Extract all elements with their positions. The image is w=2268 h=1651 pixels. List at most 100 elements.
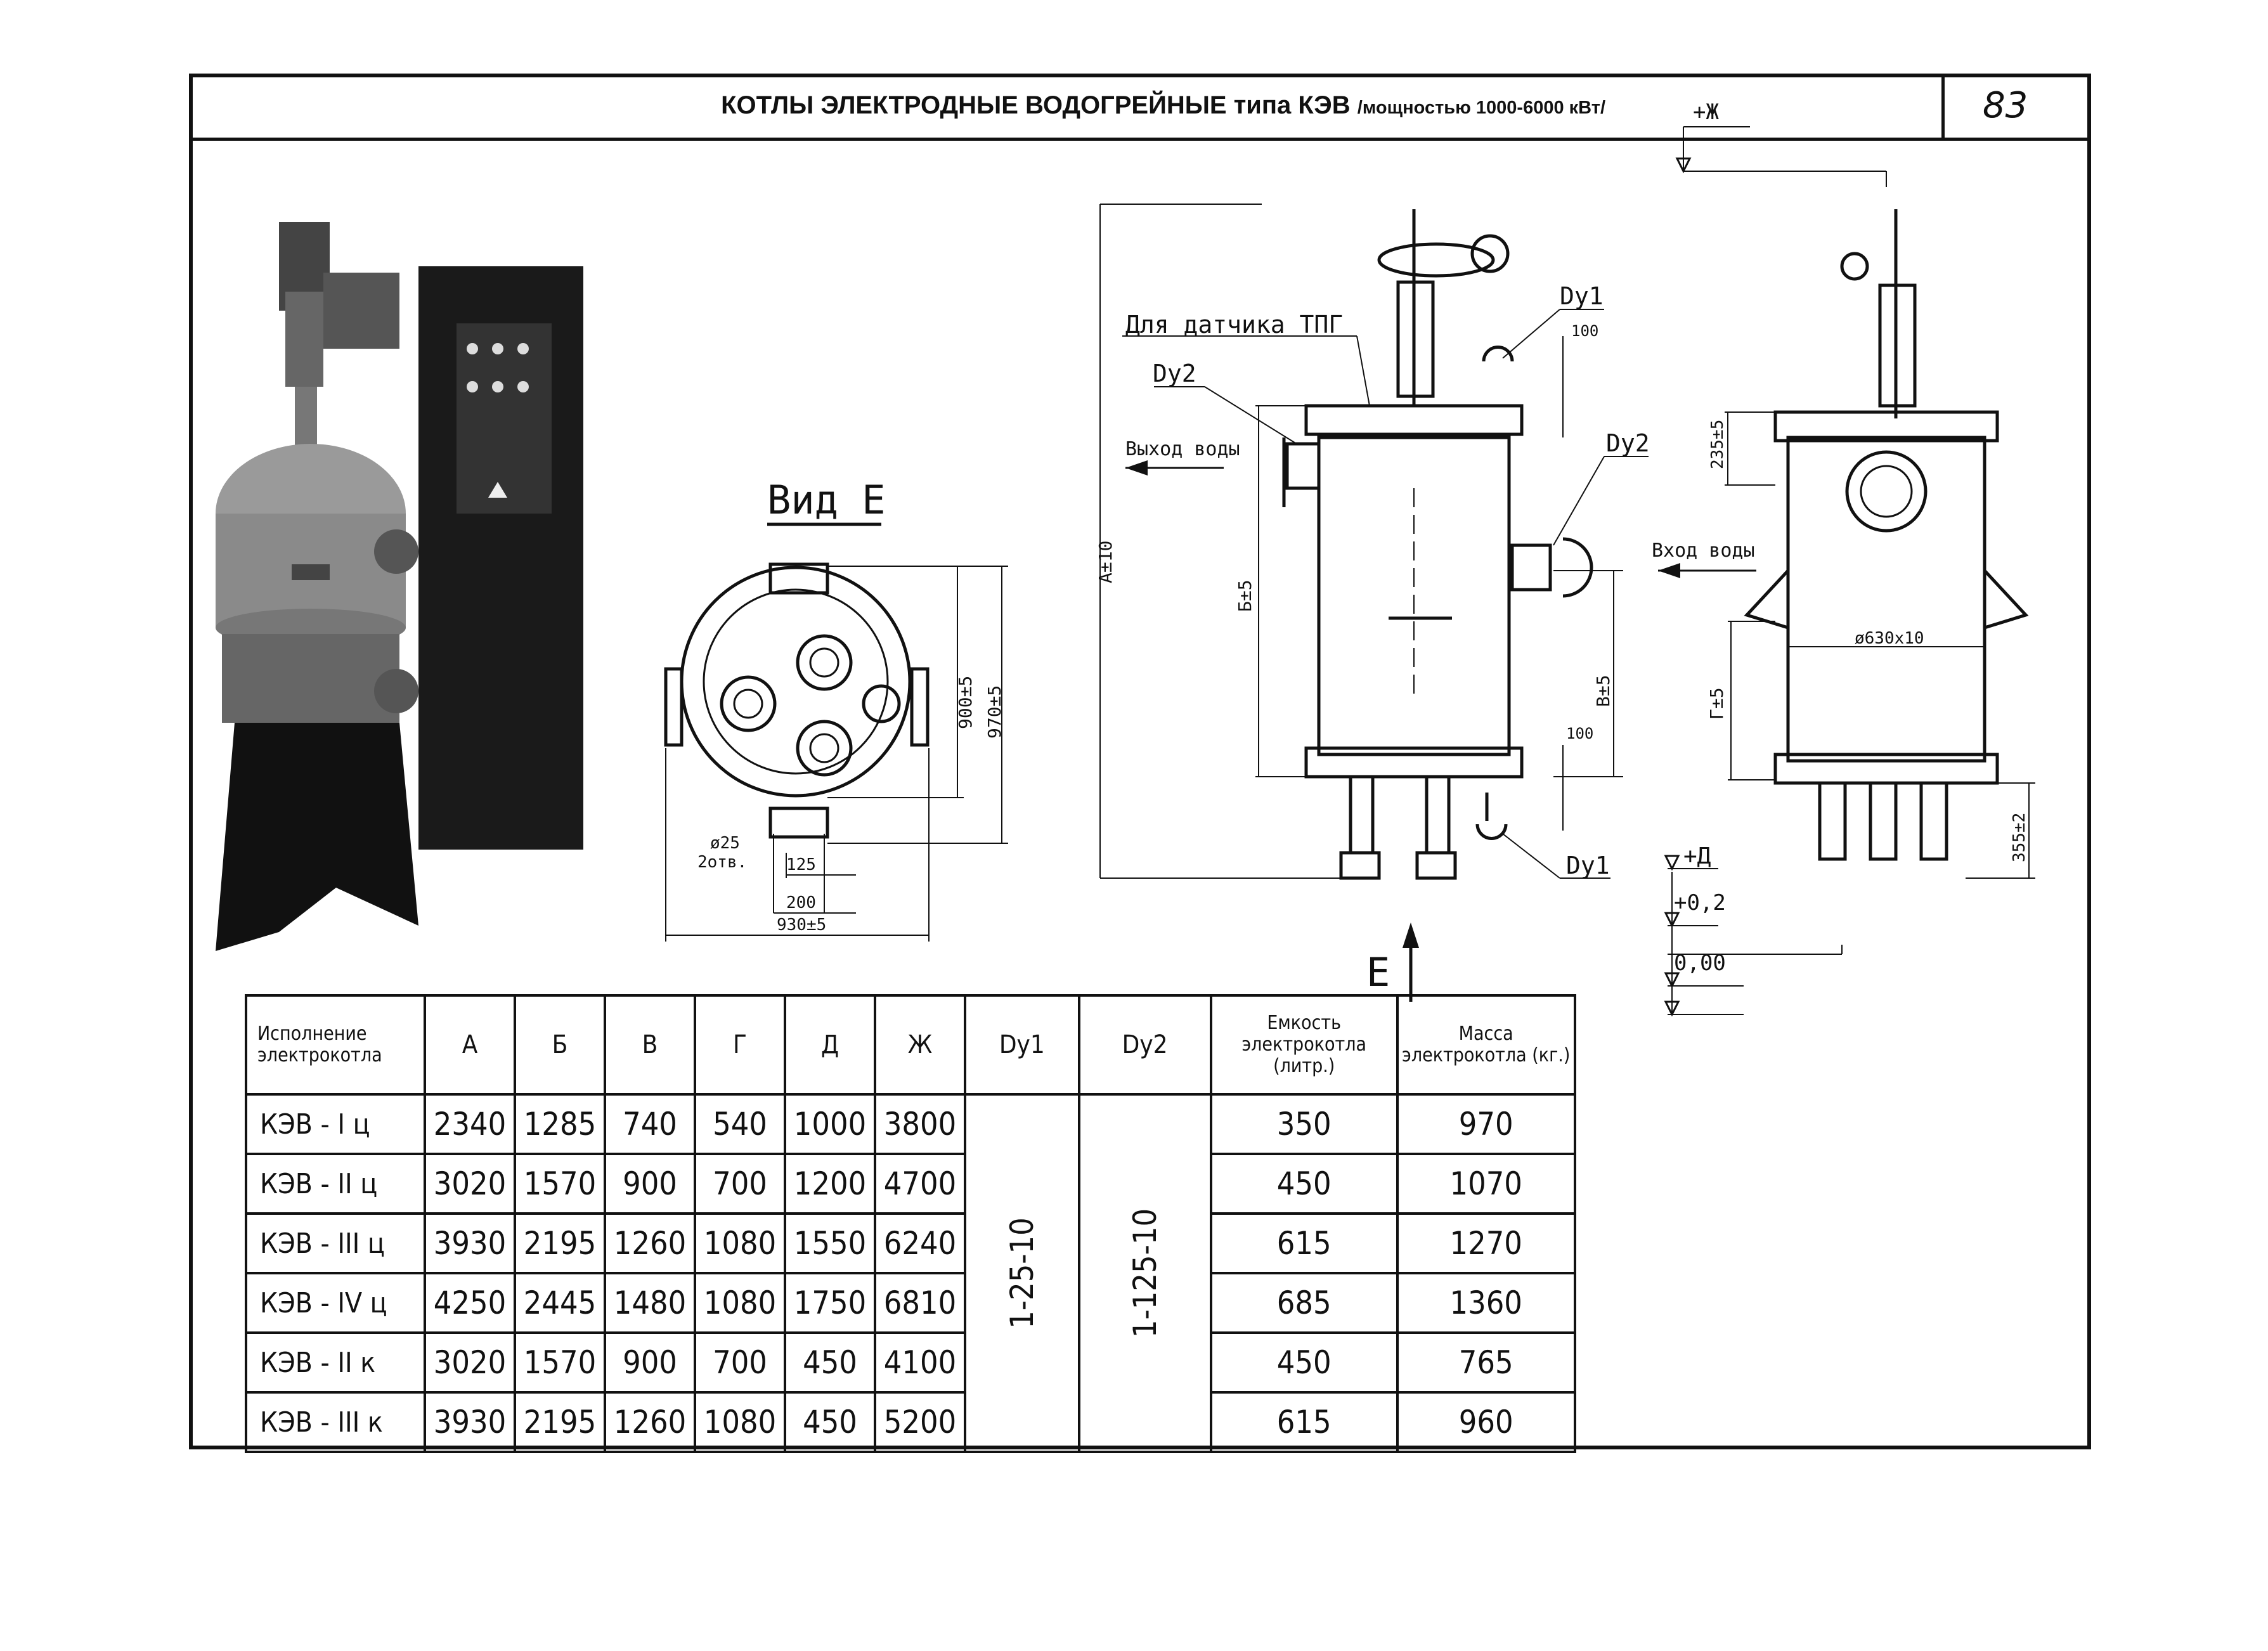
header-model: Исполнение электрокотла (245, 994, 426, 1096)
view-e-dim-970: 970±5 (984, 685, 1005, 739)
arrow-left-icon (1658, 563, 1680, 578)
table-row: КЭВ - I ц 2340 1285 740 540 1000 3800 1-… (245, 1093, 1576, 1453)
view-e-title: Вид Е (767, 477, 886, 523)
title-main: КОТЛЫ ЭЛЕКТРОДНЫЕ ВОДОГРЕЙНЫЕ (721, 91, 1227, 119)
cell-model: КЭВ - I ц (245, 1093, 426, 1155)
table-row: КЭВ - II к 3020 1570 900 700 450 4100 45… (245, 1331, 1576, 1394)
cell-dy1-merged: 1-25-10 (964, 1093, 1080, 1453)
level-zh: +Ж (1693, 100, 1719, 125)
cell-model: КЭВ - IV ц (245, 1272, 426, 1334)
cell-g: 1080 (694, 1212, 786, 1274)
cell-a: 3930 (424, 1212, 516, 1274)
title-block: КОТЛЫ ЭЛЕКТРОДНЫЕ ВОДОГРЕЙНЫЕ типа КЭВ /… (193, 77, 2087, 141)
level-d: +Д (1683, 843, 1711, 869)
cell-g: 1080 (694, 1391, 786, 1453)
cell-zh: 5200 (874, 1391, 966, 1453)
cell-mass: 960 (1396, 1391, 1576, 1453)
cell-b: 1570 (514, 1153, 606, 1215)
page-title: КОТЛЫ ЭЛЕКТРОДНЫЕ ВОДОГРЕЙНЫЕ типа КЭВ /… (721, 91, 1605, 120)
dy1-bottom-label: Dy1 (1566, 851, 1610, 879)
view-e-marker: Е (1366, 949, 1390, 995)
table-row: КЭВ - III к 3930 2195 1260 1080 450 5200… (245, 1391, 1576, 1453)
cell-mass: 970 (1396, 1093, 1576, 1155)
level-triangle-icon (1664, 912, 1680, 928)
cabinet-panel (457, 323, 552, 514)
cell-mass: 1070 (1396, 1153, 1576, 1215)
cell-d: 1750 (784, 1272, 876, 1334)
level-triangle-icon (1675, 157, 1692, 174)
level-triangle-icon (1664, 972, 1680, 988)
table-header-row: Исполнение электрокотла А Б В Г Д Ж Dy1 … (245, 994, 1576, 1096)
cell-zh: 6810 (874, 1272, 966, 1334)
spec-table: Исполнение электрокотла А Б В Г Д Ж Dy1 … (245, 994, 1576, 1453)
dy2-value: 1-125-10 (1126, 1208, 1163, 1338)
cell-g: 700 (694, 1153, 786, 1215)
cell-zh: 3800 (874, 1093, 966, 1155)
cell-g: 700 (694, 1331, 786, 1394)
cell-model: КЭВ - III к (245, 1391, 426, 1453)
view-e-dim-900: 900±5 (955, 676, 976, 729)
water-in-label: Вход воды (1652, 540, 1755, 562)
cell-d: 1200 (784, 1153, 876, 1215)
title-type: типа КЭВ (1233, 91, 1351, 119)
cell-d: 1550 (784, 1212, 876, 1274)
table-row: КЭВ - III ц 3930 2195 1260 1080 1550 624… (245, 1212, 1576, 1274)
cell-v: 900 (604, 1331, 696, 1394)
cell-b: 2195 (514, 1391, 606, 1453)
dim-355: 355±2 (2010, 813, 2029, 862)
header-mass: Масса электрокотла (кг.) (1396, 994, 1576, 1096)
arrow-up-icon (1403, 923, 1419, 948)
dim-a: А±10 (1095, 541, 1116, 583)
dy1-value: 1-25-10 (1003, 1217, 1040, 1329)
header-v: В (604, 994, 696, 1096)
cell-a: 3020 (424, 1331, 516, 1394)
dim-100-bottom: 100 (1566, 725, 1593, 742)
cell-v: 900 (604, 1153, 696, 1215)
level-triangle-icon (1664, 855, 1680, 871)
dim-235: 235±5 (1708, 420, 1727, 469)
cell-zh: 6240 (874, 1212, 966, 1274)
level-triangle-icon (1664, 1000, 1680, 1017)
water-out-label: Выход воды (1125, 438, 1240, 460)
view-e-dim-125: 125 (786, 855, 816, 874)
header-volume: Емкость электрокотла (литр.) (1209, 994, 1399, 1096)
cell-zh: 4700 (874, 1153, 966, 1215)
dim-v: В±5 (1593, 675, 1614, 707)
cell-b: 1570 (514, 1331, 606, 1394)
header-b: Б (514, 994, 606, 1096)
dim-b: Б±5 (1234, 579, 1255, 612)
cell-v: 1260 (604, 1212, 696, 1274)
cell-v: 1260 (604, 1391, 696, 1453)
cell-d: 450 (784, 1331, 876, 1394)
view-e-dim-hole-count: 2отв. (697, 853, 747, 872)
cell-a: 2340 (424, 1093, 516, 1155)
cell-a: 3930 (424, 1391, 516, 1453)
dim-diameter: ø630х10 (1855, 629, 1924, 648)
page-number-box: 83 (1941, 77, 2087, 138)
header-dy1: Dy1 (964, 994, 1080, 1096)
table-row: КЭВ - II ц 3020 1570 900 700 1200 4700 4… (245, 1153, 1576, 1215)
view-e-dim-930: 930±5 (777, 916, 826, 935)
cell-volume: 350 (1209, 1093, 1399, 1155)
view-e-dim-200: 200 (786, 893, 816, 912)
dim-g: Г±5 (1706, 687, 1727, 720)
sensor-label: Для датчика ТПГ (1125, 311, 1343, 339)
cell-g: 1080 (694, 1272, 786, 1334)
cell-mass: 1270 (1396, 1212, 1576, 1274)
view-e-dim-hole: ø25 (710, 834, 740, 853)
cell-volume: 615 (1209, 1212, 1399, 1274)
view-e-drawing (664, 522, 1008, 942)
header-zh: Ж (874, 994, 966, 1096)
cell-model: КЭВ - III ц (245, 1212, 426, 1274)
cell-model: КЭВ - II ц (245, 1153, 426, 1215)
side-view-drawing (1668, 126, 2035, 1015)
cell-model: КЭВ - II к (245, 1331, 426, 1394)
cell-b: 2445 (514, 1272, 606, 1334)
cell-g: 540 (694, 1093, 786, 1155)
page-number: 83 (1983, 85, 2028, 126)
cell-volume: 685 (1209, 1272, 1399, 1334)
cell-b: 1285 (514, 1093, 606, 1155)
level-0-00: 0,00 (1674, 950, 1726, 976)
header-g: Г (694, 994, 786, 1096)
